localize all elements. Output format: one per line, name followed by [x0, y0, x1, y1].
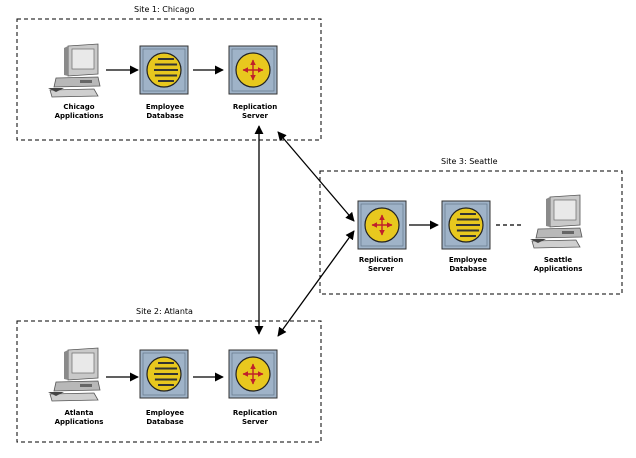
- label-chicago-database: Employee Database: [145, 103, 185, 120]
- site-seattle-title: Site 3: Seattle: [441, 157, 498, 166]
- chicago-server-icon: [228, 45, 278, 95]
- site-seattle-box: [319, 170, 623, 295]
- label-seattle-applications: Seattle Applications: [533, 256, 583, 273]
- chicago-computer-icon: [48, 43, 101, 98]
- label-atlanta-applications: Atlanta Applications: [54, 409, 104, 426]
- site-chicago-title: Site 1: Chicago: [134, 5, 195, 14]
- site-atlanta-box: [16, 320, 322, 443]
- label-atlanta-database: Employee Database: [145, 409, 185, 426]
- label-chicago-applications: Chicago Applications: [54, 103, 104, 120]
- chicago-database-icon: [139, 45, 189, 95]
- atlanta-computer-icon: [48, 347, 101, 402]
- label-seattle-server: Replication Server: [358, 256, 404, 273]
- seattle-server-icon: [357, 200, 407, 250]
- link-atlanta-seattle: [277, 230, 355, 337]
- atlanta-server-icon: [228, 349, 278, 399]
- seattle-computer-icon: [530, 194, 583, 249]
- site-chicago-box: [16, 18, 322, 141]
- site-atlanta-title: Site 2: Atlanta: [136, 307, 193, 316]
- label-atlanta-server: Replication Server: [232, 409, 278, 426]
- seattle-database-icon: [441, 200, 491, 250]
- atlanta-database-icon: [139, 349, 189, 399]
- label-chicago-server: Replication Server: [232, 103, 278, 120]
- label-seattle-database: Employee Database: [448, 256, 488, 273]
- link-chicago-seattle: [277, 131, 355, 222]
